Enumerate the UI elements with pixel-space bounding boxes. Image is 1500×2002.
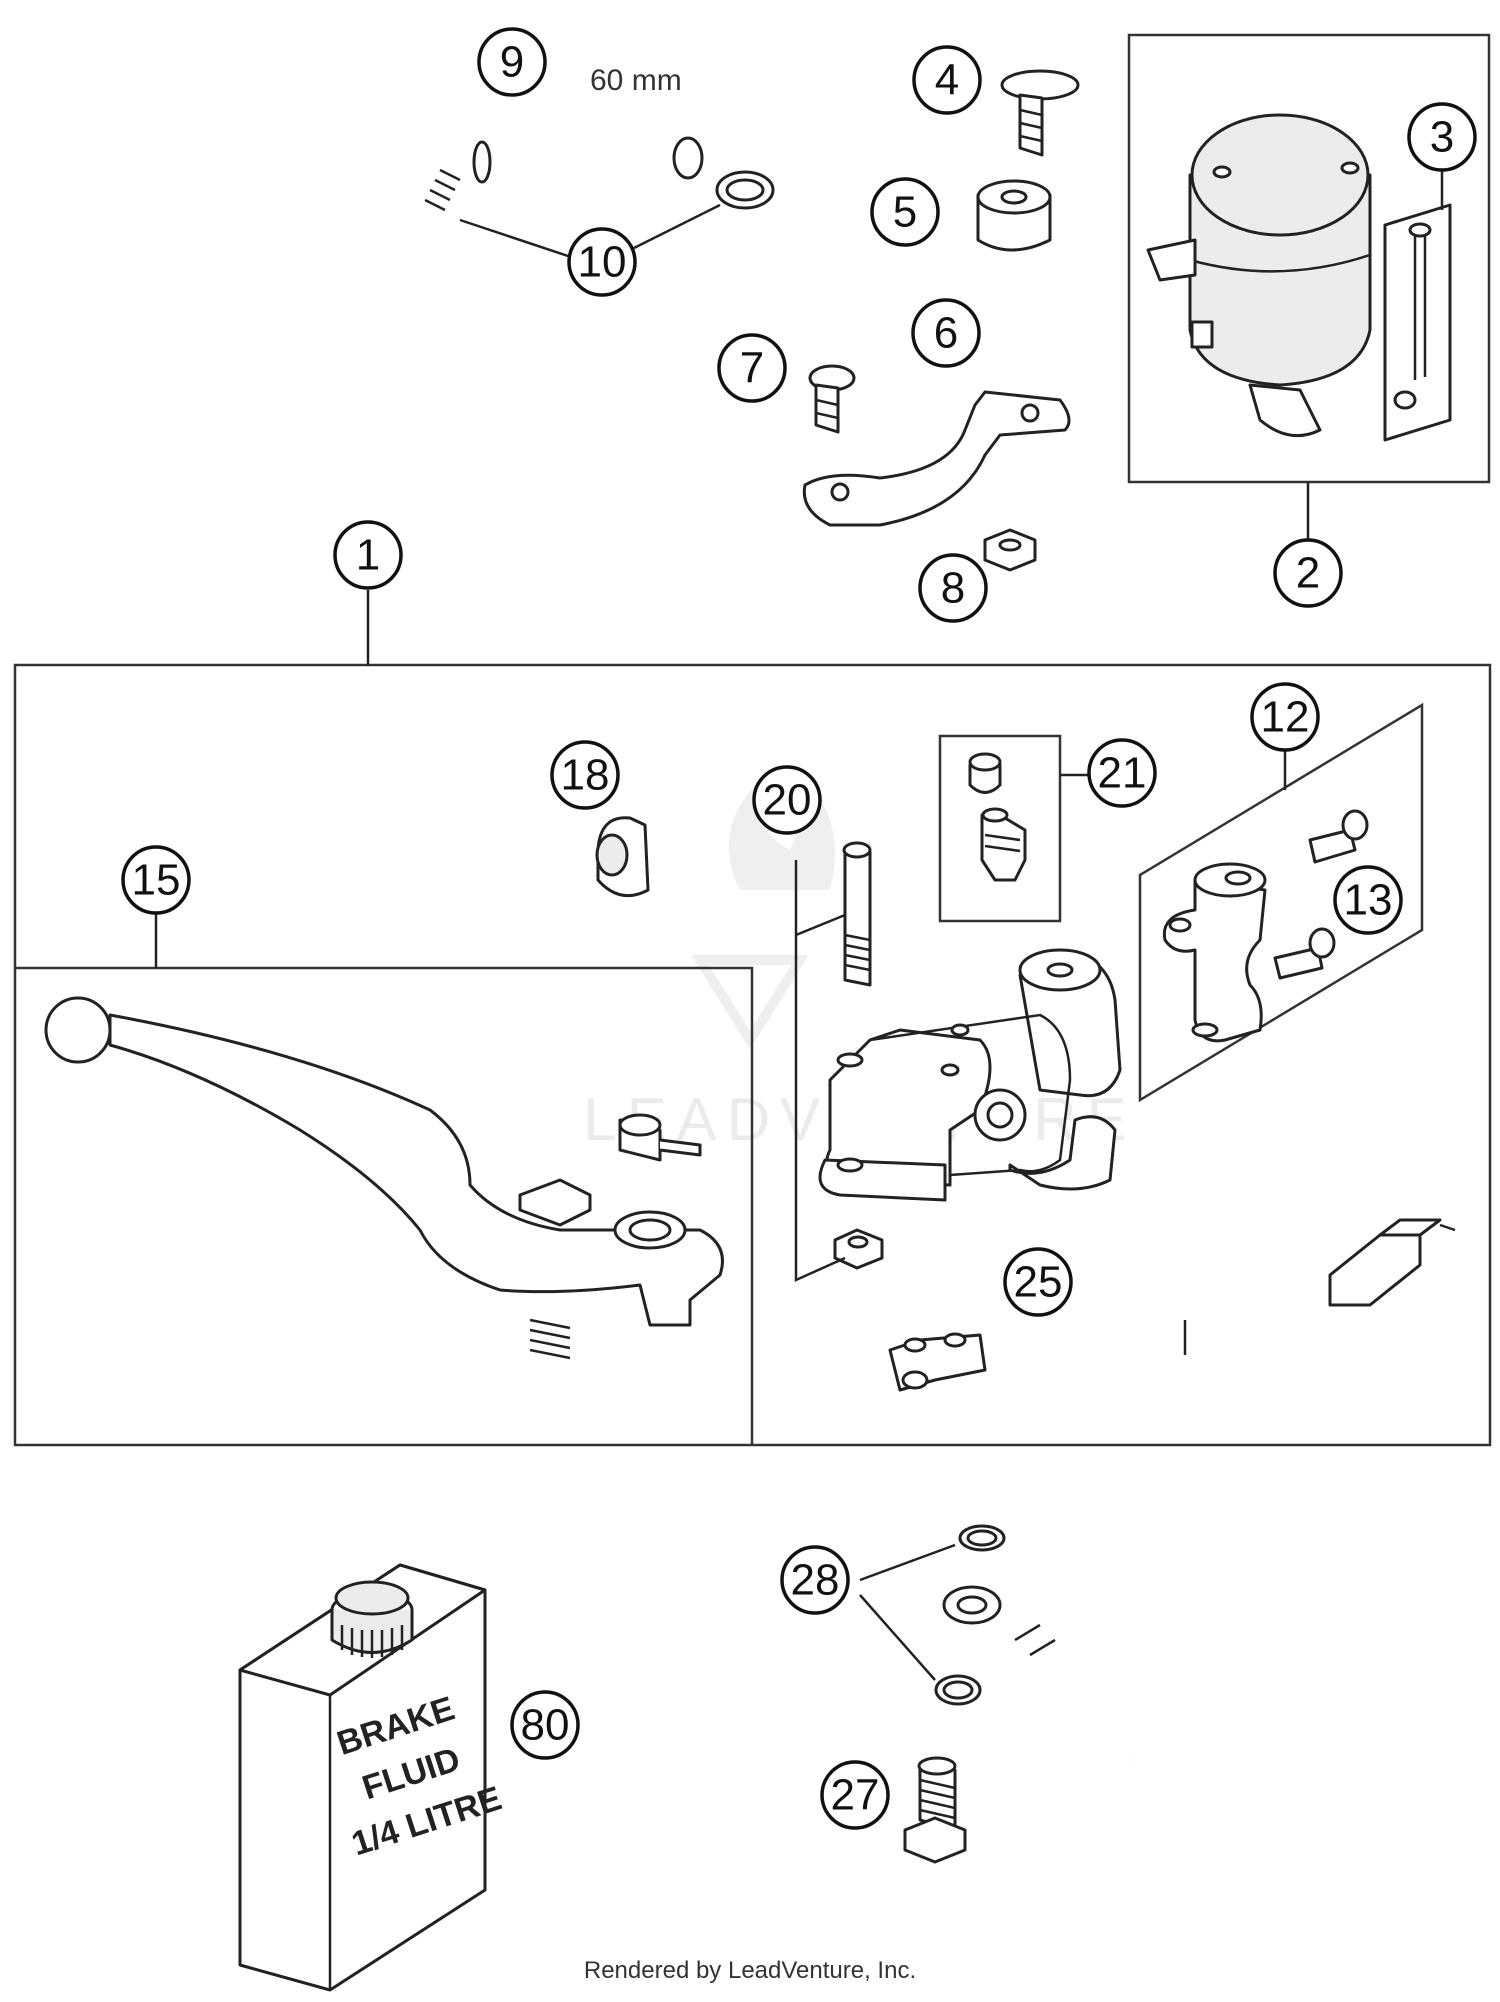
level-label-part [1383, 155, 1452, 442]
callout-18: 18 [550, 740, 620, 810]
lever-group-box [15, 966, 754, 1445]
brake-line-part [942, 1585, 1144, 1771]
callout-5: 5 [870, 177, 940, 247]
callout-20: 20 [752, 765, 822, 835]
svg-text:9: 9 [500, 38, 524, 87]
callout-4: 4 [912, 45, 982, 115]
brake-lever-part [44, 996, 724, 1360]
pivot-cap-part [595, 816, 650, 898]
callout-8: 8 [918, 553, 988, 623]
bracket-bolt-part [808, 364, 856, 434]
svg-text:7: 7 [740, 344, 764, 393]
callout-13: 13 [1333, 865, 1403, 935]
svg-text:10: 10 [578, 238, 627, 287]
svg-text:15: 15 [132, 856, 181, 905]
callout-2: 2 [1273, 538, 1343, 608]
svg-text:27: 27 [831, 1771, 880, 1820]
callout-15: 15 [121, 845, 191, 915]
svg-text:8: 8 [941, 564, 965, 613]
master-cylinder-body-part [818, 948, 1122, 1202]
svg-text:2: 2 [1296, 549, 1320, 598]
brake-light-switch-part [888, 1218, 1456, 1392]
callout-10: 10 [567, 227, 637, 297]
clamp-group-box [1138, 702, 1424, 1103]
clamp-screw-parts [1273, 809, 1369, 980]
hose-clamp-parts [424, 168, 775, 262]
callout-3: 3 [1407, 102, 1477, 172]
bracket-nut-part [983, 528, 1037, 572]
handlebar-clamp-part [1162, 862, 1267, 1043]
callout-12: 12 [1250, 682, 1320, 752]
callout-7: 7 [717, 333, 787, 403]
svg-text:18: 18 [561, 751, 610, 800]
svg-text:4: 4 [935, 56, 959, 105]
pivot-pin-part [794, 841, 884, 1282]
hose-length-label: 60 mm [590, 64, 682, 97]
callout-6: 6 [911, 298, 981, 368]
svg-text:12: 12 [1261, 693, 1310, 742]
callout-9: 9 [477, 27, 547, 97]
reservoir-cap-screw-part [1000, 69, 1080, 157]
callout-25: 25 [1003, 1247, 1073, 1317]
svg-text:21: 21 [1098, 749, 1147, 798]
fluid-reservoir-part [1146, 113, 1372, 438]
hose-part: 60 mm [472, 64, 704, 184]
svg-text:6: 6 [934, 309, 958, 358]
bleeder-valve-part [968, 752, 1027, 882]
render-credit: Rendered by LeadVenture, Inc. [584, 1957, 916, 1984]
svg-text:28: 28 [791, 1556, 840, 1605]
brake-fluid-can-part: BRAKE FLUID 1/4 LITRE [238, 1563, 506, 1992]
svg-text:5: 5 [893, 188, 917, 237]
bleeder-group-box [938, 734, 1062, 923]
callout-21: 21 [1087, 738, 1157, 808]
callout-28: 28 [780, 1545, 850, 1615]
svg-text:25: 25 [1014, 1258, 1063, 1307]
grommet-part [976, 179, 1052, 252]
banjo-washer-parts [859, 1524, 1006, 1706]
reservoir-bracket-part [802, 390, 1071, 527]
svg-text:80: 80 [521, 1701, 570, 1750]
svg-text:3: 3 [1430, 113, 1454, 162]
svg-text:20: 20 [763, 776, 812, 825]
callout-1: 1 [333, 520, 403, 590]
svg-text:1: 1 [356, 531, 380, 580]
svg-text:13: 13 [1344, 876, 1393, 925]
callout-80: 80 [510, 1690, 580, 1760]
banjo-bolt-part [903, 1756, 967, 1864]
callout-27: 27 [820, 1760, 890, 1830]
